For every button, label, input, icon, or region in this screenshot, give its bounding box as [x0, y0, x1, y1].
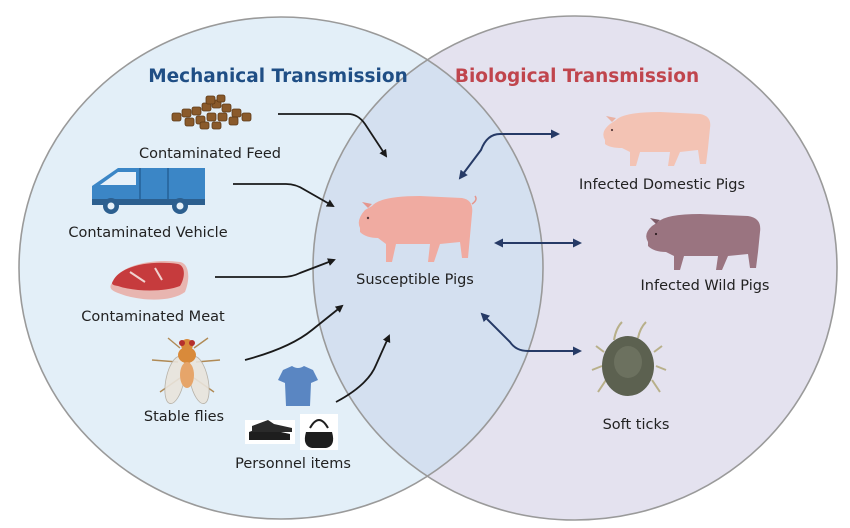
arrow-meat [215, 258, 336, 278]
source-label-feed: Contaminated Feed [139, 146, 281, 162]
wild-pig-icon [646, 214, 761, 270]
clothing-shoes-bag-icon [245, 366, 338, 450]
mechanical-title: Mechanical Transmission [148, 66, 408, 87]
source-label-wild-pigs: Infected Wild Pigs [641, 278, 770, 294]
source-label-vehicle: Contaminated Vehicle [68, 225, 227, 241]
pig-icon [358, 195, 477, 262]
feed-pellets-icon [171, 94, 252, 130]
arrow-vehicle [233, 183, 335, 207]
source-label-flies: Stable flies [144, 409, 224, 425]
tick-icon [591, 321, 667, 396]
arrow-domestic-pigs [458, 129, 560, 180]
overlap-region [313, 17, 543, 519]
source-label-personnel: Personnel items [235, 456, 351, 472]
van-icon [92, 168, 205, 214]
arrow-flies [244, 304, 344, 361]
arrow-feed [278, 113, 388, 158]
arrow-personnel [335, 334, 391, 403]
arrow-ticks [480, 312, 582, 356]
source-label-domestic-pigs: Infected Domestic Pigs [579, 177, 745, 193]
mechanical-arrows [215, 113, 391, 403]
biological-title: Biological Transmission [455, 66, 699, 87]
mechanical-circle-outline [18, 16, 544, 520]
domestic-pig-icon [603, 112, 711, 166]
source-label-ticks: Soft ticks [603, 417, 670, 433]
source-label-meat: Contaminated Meat [81, 309, 225, 325]
biological-arrows [458, 129, 582, 356]
meat-steak-icon [110, 260, 189, 300]
center-label: Susceptible Pigs [356, 272, 474, 288]
fly-icon [151, 337, 221, 404]
